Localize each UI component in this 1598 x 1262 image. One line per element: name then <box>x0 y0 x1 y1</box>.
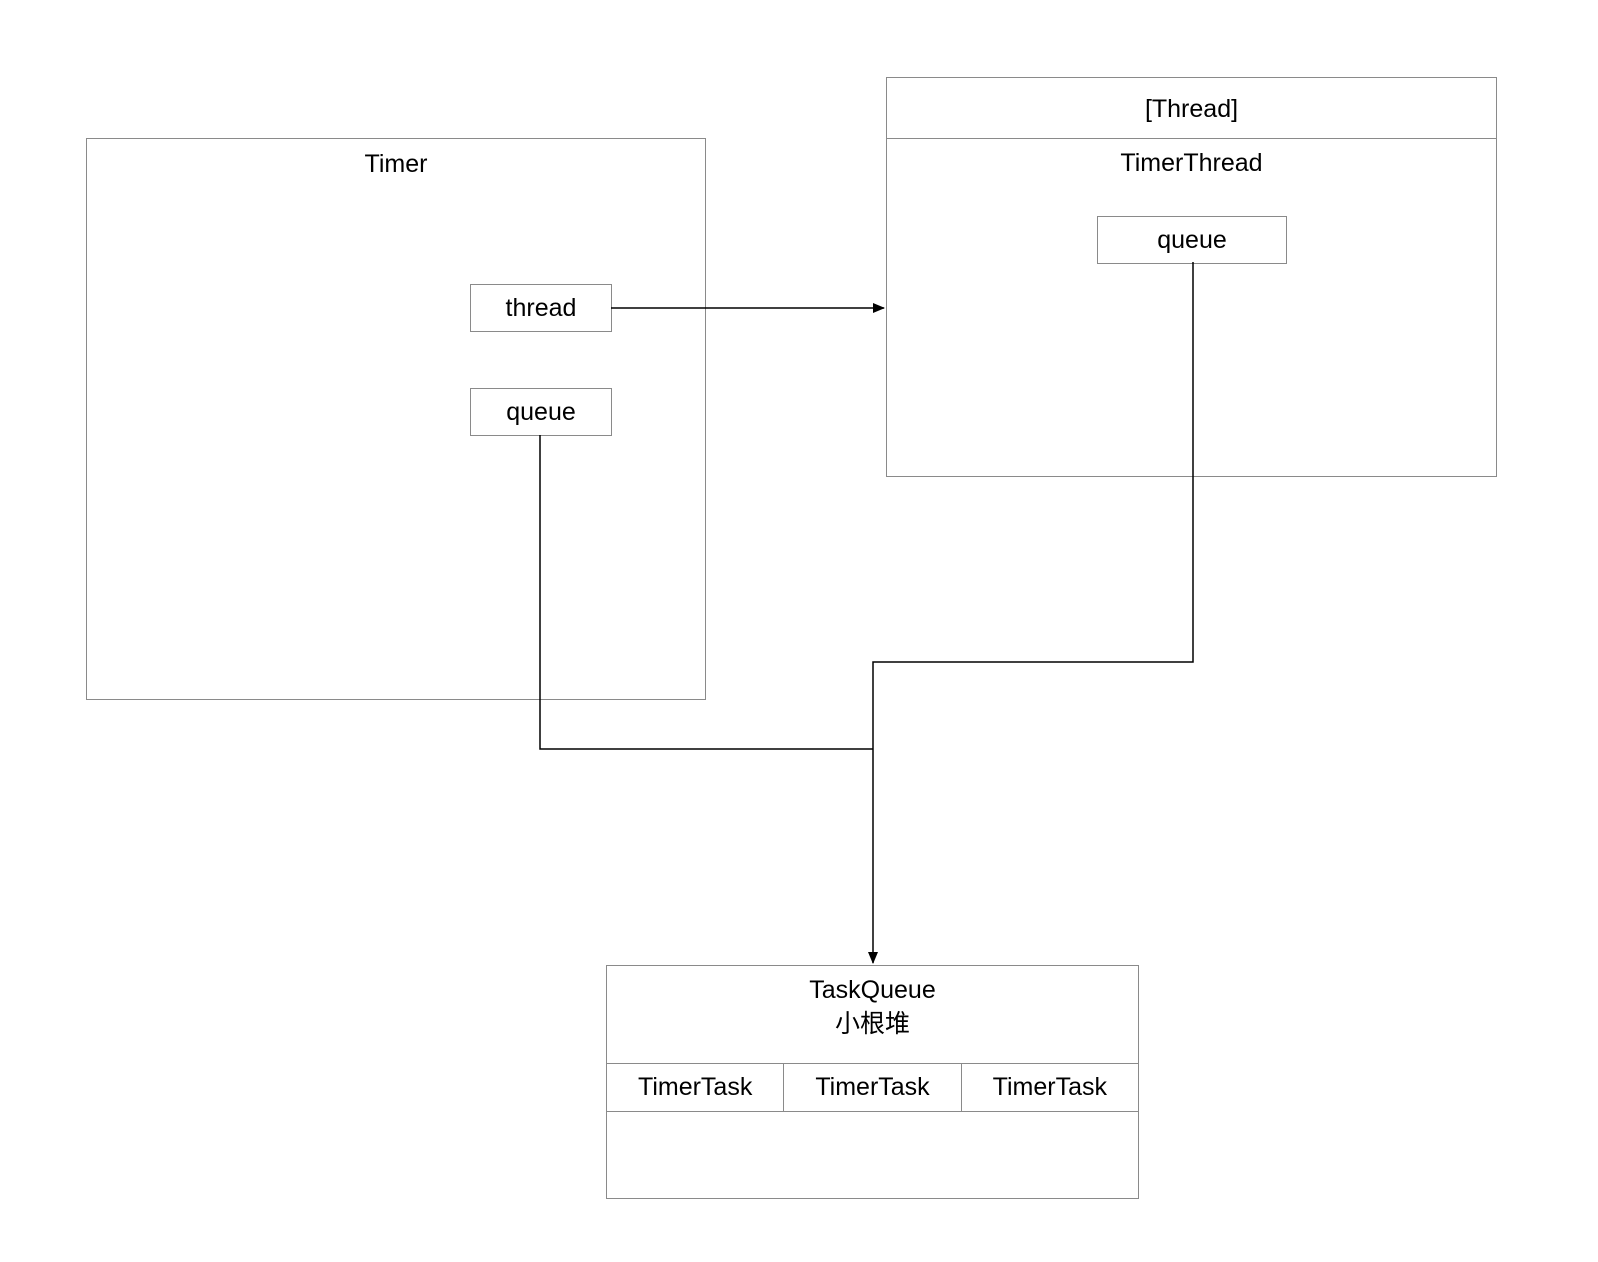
timer-title: Timer <box>364 150 428 178</box>
timer-task-cell: TimerTask <box>783 1064 960 1111</box>
task-queue-tasks: TimerTask TimerTask TimerTask <box>607 1064 1138 1111</box>
timer-box: Timer thread queue <box>86 138 706 700</box>
timer-thread-queue-field: queue <box>1097 216 1287 264</box>
timer-thread-box: [Thread] TimerThread queue <box>886 77 1497 477</box>
timer-thread-title: TimerThread <box>1120 149 1263 177</box>
timer-thread-header-divider <box>887 138 1496 139</box>
timer-queue-field: queue <box>470 388 612 436</box>
task-queue-divider-bottom <box>607 1111 1138 1112</box>
timer-task-cell: TimerTask <box>637 1073 753 1101</box>
task-queue-divider-top <box>607 1063 1138 1064</box>
task-queue-title: TaskQueue <box>809 976 936 1004</box>
task-queue-subtitle: 小根堆 <box>834 1010 910 1038</box>
timer-thread-field: thread <box>470 284 612 332</box>
timer-task-cell: TimerTask <box>960 1064 1138 1111</box>
timer-thread-stereotype: [Thread] <box>1144 95 1239 123</box>
task-queue-box: TaskQueue 小根堆 TimerTask TimerTask TimerT… <box>606 965 1139 1199</box>
